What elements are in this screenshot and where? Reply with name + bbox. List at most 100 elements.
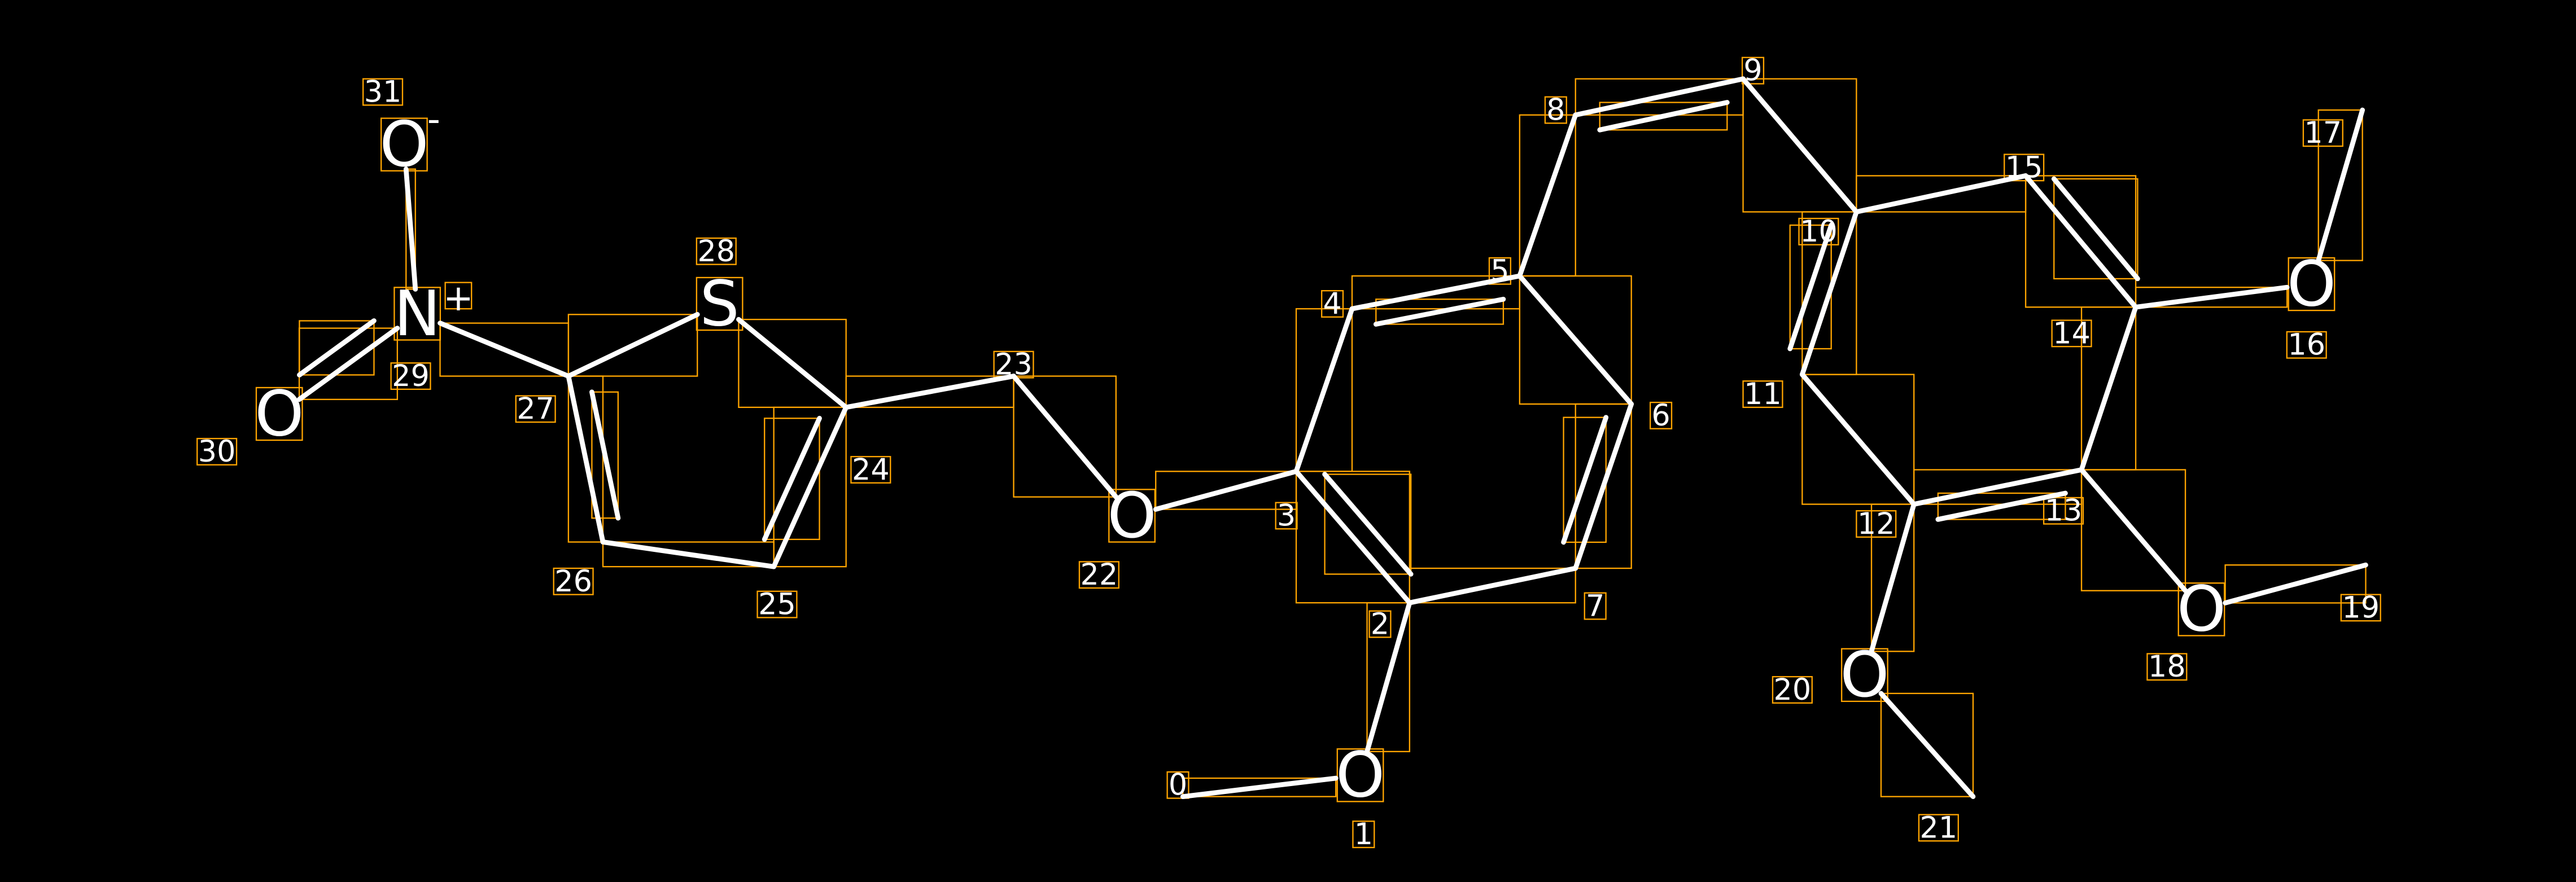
bond-28-24 xyxy=(736,317,849,410)
bond-24-25-second xyxy=(762,415,822,542)
atom-index-28: 28 xyxy=(697,234,735,269)
index-box xyxy=(1352,820,1375,849)
bond-5-6 xyxy=(1517,273,1634,407)
bond-13-18 xyxy=(2079,467,2188,594)
bond-27-29 xyxy=(438,321,571,379)
bond-box xyxy=(1575,403,1632,569)
bond-box xyxy=(2224,564,2367,604)
bond-box xyxy=(1856,175,2027,213)
index-box xyxy=(362,78,404,106)
atom-o-22: O xyxy=(1108,480,1157,552)
index-box xyxy=(1544,96,1567,124)
index-box xyxy=(2043,497,2084,525)
bond-box xyxy=(2024,175,2137,308)
atom-index-8: 8 xyxy=(1546,93,1565,127)
atom-index-5: 5 xyxy=(1490,254,1509,288)
index-box xyxy=(390,362,431,390)
atom-index-30: 30 xyxy=(198,435,236,469)
atom-index-12: 12 xyxy=(1857,507,1895,541)
index-box xyxy=(696,237,737,265)
bond-box xyxy=(1599,102,1728,131)
atom-o-30: O xyxy=(255,378,304,450)
atom-index-13: 13 xyxy=(2045,494,2083,528)
bond-24-25 xyxy=(771,405,849,569)
atom-index-10: 10 xyxy=(1800,214,1838,249)
index-box xyxy=(1741,56,1765,85)
bond-box xyxy=(602,541,775,568)
bond-14-16 xyxy=(2133,284,2290,310)
atom-box xyxy=(1841,648,1888,702)
bond-box xyxy=(1870,503,1915,652)
bond-14-15 xyxy=(2023,173,2138,310)
bond-box xyxy=(591,391,619,519)
bond-1-2 xyxy=(1364,600,1412,754)
bond-22-23 xyxy=(1011,374,1119,499)
bond-29-30 xyxy=(296,326,400,402)
atom-index-26: 26 xyxy=(554,564,592,599)
bond-2-3-second xyxy=(1322,472,1414,577)
atom-index-11: 11 xyxy=(1744,377,1782,411)
index-box xyxy=(1368,610,1392,638)
bond-box xyxy=(1324,473,1412,575)
atom-index-0: 0 xyxy=(1169,768,1187,802)
bond-box xyxy=(1013,375,1117,498)
index-box xyxy=(2051,319,2092,348)
bond-5-8 xyxy=(1517,112,1578,279)
bond-box xyxy=(1295,471,1411,604)
bond-4-5 xyxy=(1349,273,1523,311)
bond-box xyxy=(738,318,847,408)
atom-index-3: 3 xyxy=(1277,498,1296,533)
atom-s-28: S xyxy=(700,267,740,340)
index-box xyxy=(1320,290,1344,318)
atom-o-16: O xyxy=(2287,248,2336,321)
bond-box xyxy=(1519,114,1576,277)
bond-6-7 xyxy=(1573,401,1634,571)
bond-9-10 xyxy=(1740,76,1859,214)
atom-index-24: 24 xyxy=(852,453,890,487)
index-box xyxy=(196,437,238,466)
bond-14-15-second xyxy=(2051,176,2140,282)
bond-23-24 xyxy=(843,374,1016,410)
index-box xyxy=(1488,257,1511,285)
bond-4-5-second xyxy=(1373,296,1506,327)
atom-index-25: 25 xyxy=(758,587,796,622)
bond-11-12 xyxy=(1799,372,1917,507)
atom-index-17: 17 xyxy=(2304,116,2342,150)
bond-box xyxy=(1155,471,1297,510)
bond-3-4 xyxy=(1293,306,1355,474)
atom-o-31: O xyxy=(379,108,428,181)
atom-box xyxy=(2288,257,2336,311)
charge-29: + xyxy=(443,278,474,319)
index-box xyxy=(2340,594,2381,622)
bond-16-17 xyxy=(2316,107,2365,263)
bond-10-11 xyxy=(1799,209,1859,377)
bond-2-3 xyxy=(1293,468,1412,605)
atom-index-22: 22 xyxy=(1081,558,1118,592)
index-box xyxy=(1584,592,1607,620)
bond-box xyxy=(1409,567,1576,604)
index-box xyxy=(1918,814,1959,842)
bond-26-27 xyxy=(566,374,606,545)
atom-index-19: 19 xyxy=(2342,590,2380,625)
index-box xyxy=(1078,561,1119,589)
bond-box xyxy=(1295,308,1353,472)
bond-box xyxy=(2135,287,2288,308)
atom-index-14: 14 xyxy=(2053,316,2090,350)
bond-box xyxy=(1375,299,1505,325)
atom-index-9: 9 xyxy=(1743,54,1762,88)
atom-index-1: 1 xyxy=(1354,817,1373,852)
bond-12-13 xyxy=(1911,467,2084,507)
atom-index-2: 2 xyxy=(1371,607,1389,641)
index-box xyxy=(2146,653,2188,681)
bond-box xyxy=(1937,492,2066,520)
atom-index-23: 23 xyxy=(995,348,1033,382)
bond-7-2 xyxy=(1407,565,1578,605)
index-box xyxy=(1798,217,1839,245)
atom-box xyxy=(1108,489,1156,543)
atom-box xyxy=(255,387,303,441)
index-box xyxy=(1275,502,1298,530)
charge-31: - xyxy=(427,99,440,141)
bond-8-9 xyxy=(1573,76,1746,118)
